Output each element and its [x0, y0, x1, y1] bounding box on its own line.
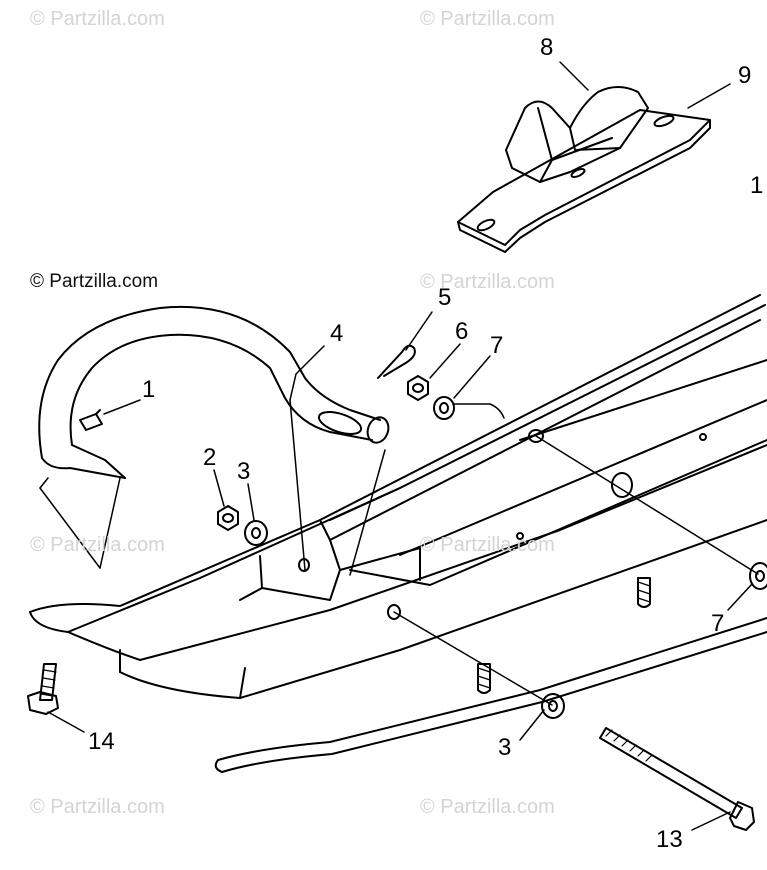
washer	[749, 562, 767, 590]
watermark: © Partzilla.com	[420, 8, 555, 30]
ski-handle	[38, 305, 390, 576]
callout-label: 7	[711, 610, 725, 637]
callout-label: 4	[330, 320, 344, 347]
leader-lines	[47, 61, 759, 831]
callout-label: 1	[142, 376, 156, 403]
copyright-notice: © Partzilla.com	[30, 271, 159, 292]
nut	[217, 505, 239, 531]
callout-label: 3	[237, 458, 251, 485]
callout-label: 14	[88, 728, 115, 755]
washer	[541, 693, 565, 719]
callout-label: 3	[498, 734, 512, 761]
watermark: © Partzilla.com	[420, 271, 555, 293]
wear-bar	[214, 577, 767, 773]
short-bolt	[27, 663, 59, 715]
stud	[477, 663, 491, 694]
washer	[244, 520, 268, 546]
watermark: © Partzilla.com	[30, 796, 165, 818]
callout-label: 2	[203, 444, 217, 471]
saddle-block	[505, 86, 649, 183]
watermark: © Partzilla.com	[30, 8, 165, 30]
watermark: © Partzilla.com	[420, 796, 555, 818]
watermark: © Partzilla.com	[420, 534, 555, 556]
ski-body	[29, 294, 767, 699]
hardware	[27, 344, 767, 831]
nut	[407, 375, 429, 401]
long-bolt	[599, 727, 755, 831]
cotter-pin	[377, 344, 416, 379]
mount-plate	[457, 109, 711, 246]
watermark: © Partzilla.com	[30, 534, 165, 556]
callout-label: 9	[738, 62, 752, 89]
washer	[433, 396, 455, 420]
callout-label: 13	[656, 826, 683, 853]
callout-label: 7	[490, 332, 504, 359]
callout-label: 6	[455, 318, 469, 345]
stud	[637, 577, 651, 608]
ski-saddle-assembly	[457, 86, 711, 253]
callout-label: 5	[438, 284, 452, 311]
callout-label: 8	[540, 34, 554, 61]
callout-label: 1	[750, 172, 764, 199]
